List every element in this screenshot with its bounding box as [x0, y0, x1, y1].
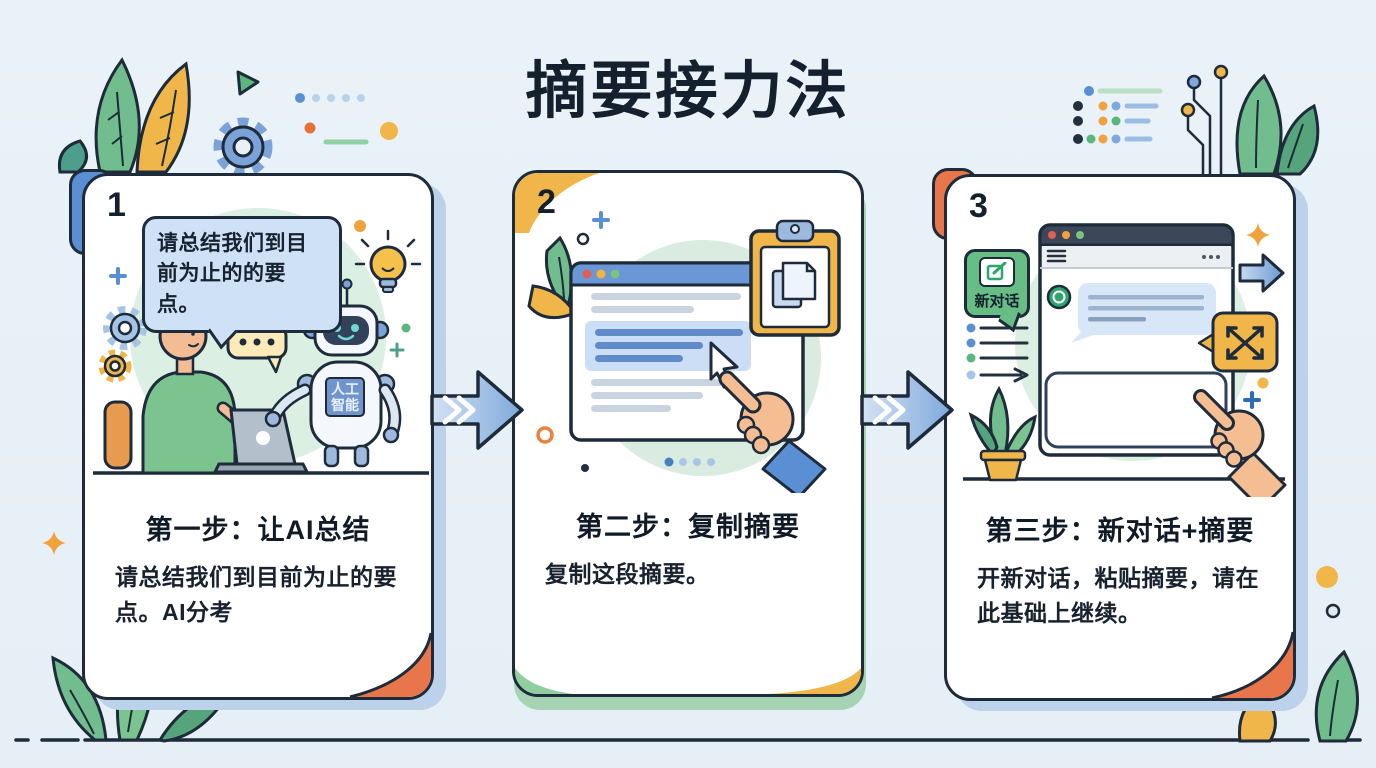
- gear-icon-top-left: [213, 117, 273, 177]
- sparkle-icon: [1246, 223, 1270, 247]
- circuit-node-blue: [1186, 74, 1202, 90]
- step-description-3: 开新对话，粘贴摘要，请在此基础上继续。: [977, 565, 1259, 626]
- dots-row-top-left: [295, 93, 365, 103]
- hamburger-menu-icon: [1046, 249, 1067, 263]
- step-description-1: 请总结我们到目前为止的要点。AI分考: [115, 564, 397, 625]
- leaves-left: [527, 235, 578, 320]
- expand-bubble-icon: [1197, 311, 1279, 373]
- yellow-dot: [1257, 377, 1269, 389]
- circuit-node-yellow2: [1213, 64, 1229, 80]
- step-description-2: 复制这段摘要。: [545, 561, 710, 587]
- card2-corner-accent-yellow-top: [515, 173, 599, 233]
- step-number-3: 3: [969, 187, 988, 225]
- step-title-1: 第一步：让AI总结: [145, 515, 371, 545]
- chat-input-box: [1044, 371, 1228, 449]
- card1-illustration: 请总结我们到目前为止的的要点。 人工智能: [85, 176, 431, 697]
- step-card-1-wrap: 请总结我们到目前为止的的要点。 人工智能 1 第一步：让AI总结 请总结我们到目…: [69, 169, 434, 700]
- leaf-cluster-bottom-right: [1237, 649, 1359, 743]
- gear-icon-blue: [103, 306, 147, 350]
- new-chat-badge-label: 新对话: [974, 293, 1020, 310]
- yellow-circle-right: [1316, 566, 1338, 588]
- card2-illustration: [515, 173, 861, 694]
- card3-scene: [963, 223, 1287, 511]
- dot-matrix-top-right: [1073, 86, 1163, 144]
- small-ring: [576, 232, 590, 246]
- more-dots-icon: [1202, 255, 1220, 259]
- sparkle-plus-blue: [1243, 391, 1261, 409]
- summary-list: [966, 323, 1029, 383]
- leaf-cluster-top-left: [57, 57, 191, 174]
- lightbulb-icon: [354, 229, 422, 293]
- leaf-cluster-top-right: [1235, 73, 1320, 176]
- card2-corner-accent-green: [515, 668, 573, 694]
- green-dot: [401, 323, 411, 333]
- card2-scene: [527, 211, 841, 499]
- step-number-2: 2: [537, 183, 556, 221]
- yellow-circle: [380, 122, 398, 140]
- potted-plant: [968, 385, 1037, 482]
- gear-icon-orange: [98, 349, 132, 383]
- card2-corner-accent-yellow-bottom: [769, 668, 861, 694]
- circuit-node-yellow: [1180, 102, 1196, 118]
- step-title-2: 第二步：复制摘要: [576, 512, 800, 542]
- ai-avatar-icon: [1046, 284, 1072, 310]
- message-bubble: [1071, 283, 1216, 343]
- card3-corner-accent-orange: [1211, 631, 1293, 698]
- card1-corner-accent-orange: [349, 632, 431, 697]
- step-card-1: 请总结我们到目前为止的的要点。 人工智能 1 第一步：让AI总结 请总结我们到目…: [82, 173, 434, 700]
- step-card-3: 新对话 3 第三步：新对话+摘要 开新对话，粘贴摘要，请在此基础上继续。: [944, 174, 1296, 701]
- play-triangle-icon: [236, 70, 260, 96]
- circuit-lines-top-right: [1186, 78, 1223, 174]
- sparkle-icon-left: [42, 531, 66, 555]
- pagination-dots: [664, 457, 715, 467]
- relay-arrow-2: [860, 370, 954, 450]
- user-prompt-bubble: 请总结我们到目前为止的的要点。: [142, 216, 342, 334]
- step-title-3: 第三步：新对话+摘要: [985, 516, 1255, 546]
- navy-dot: [581, 464, 589, 472]
- step-card-3-wrap: 新对话 3 第三步：新对话+摘要 开新对话，粘贴摘要，请在此基础上继续。: [932, 168, 1296, 701]
- clipboard-copy-icon: [749, 219, 841, 337]
- chevron-marks: [872, 395, 906, 425]
- card3-illustration: 新对话: [947, 177, 1293, 698]
- blue-arrow-icon: [1238, 253, 1285, 293]
- new-chat-badge: 新对话: [964, 249, 1030, 318]
- card1-scene: [93, 208, 429, 475]
- step-card-2-wrap: 2 第二步：复制摘要 复制这段摘要。: [512, 170, 864, 697]
- arrow-right-small: [1013, 367, 1029, 383]
- step-card-2: 2 第二步：复制摘要 复制这段摘要。: [512, 170, 864, 697]
- sparkle-plus-teal: [389, 342, 405, 358]
- page-title: 摘要接力法: [525, 57, 851, 126]
- relay-arrow-1: [430, 370, 524, 450]
- orange-ring: [536, 426, 554, 444]
- chair: [103, 400, 133, 470]
- chevron-marks: [442, 395, 476, 425]
- sparkle-plus-blue: [592, 211, 610, 229]
- edit-icon: [979, 257, 1015, 287]
- orange-dot: [304, 122, 316, 134]
- robot-chest-label: 人工智能: [325, 377, 365, 418]
- small-circle-right: [1325, 603, 1341, 619]
- sparkle-plus-blue: [109, 267, 127, 285]
- orange-dot: [354, 220, 366, 232]
- chat-window: [1038, 223, 1235, 457]
- step-number-1: 1: [107, 186, 126, 224]
- pointing-hand: [1193, 389, 1287, 511]
- pointing-hand: [718, 370, 827, 499]
